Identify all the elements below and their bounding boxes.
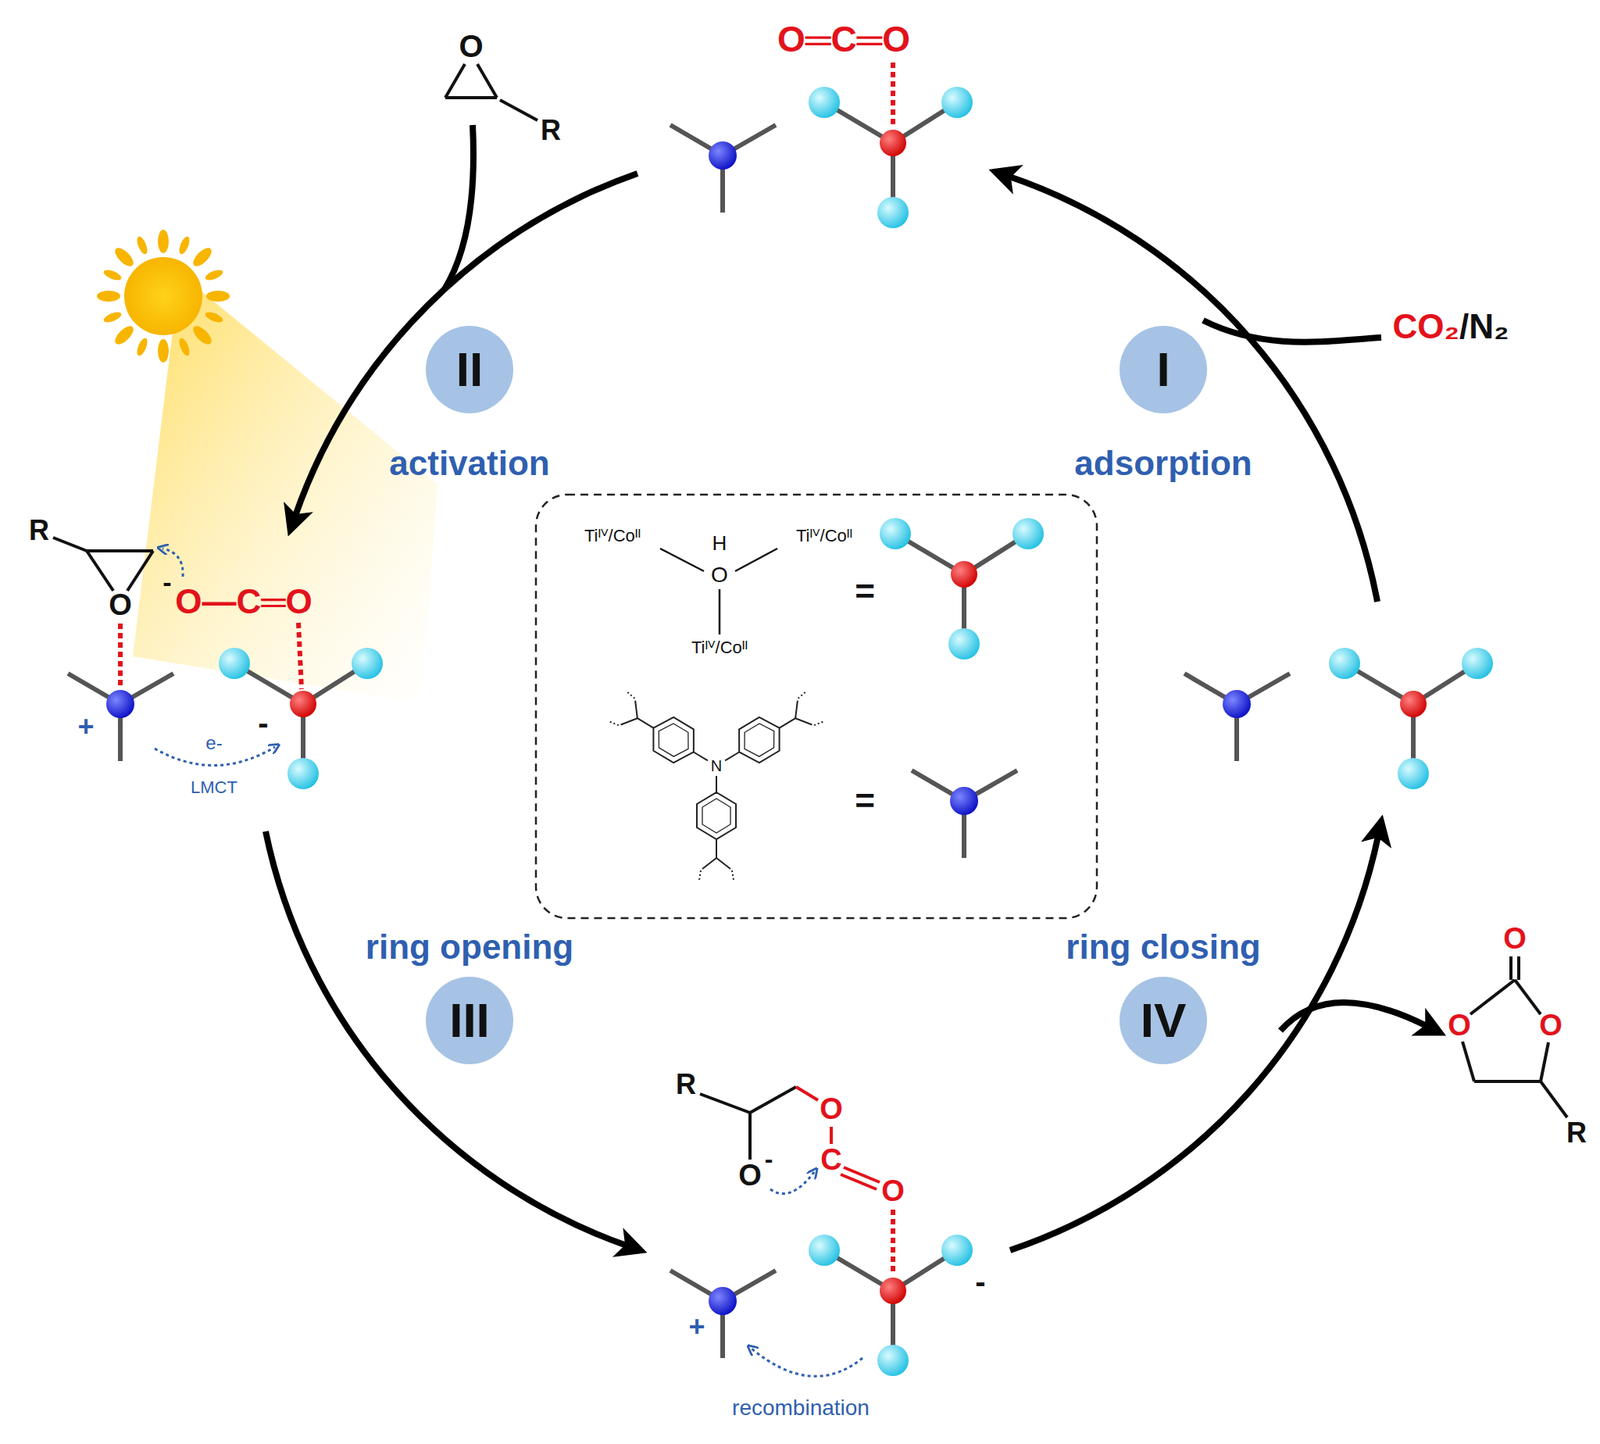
chem-label: - [257, 705, 268, 740]
chem-label: e- [205, 732, 222, 754]
chem-label: O [881, 1175, 905, 1208]
chem-label: = [854, 782, 875, 820]
step-label: ring opening [365, 928, 574, 966]
chem-label: - [764, 1145, 774, 1173]
chem-label: O [819, 1092, 843, 1126]
chem-label: - [162, 567, 172, 597]
cyclic-carbonate [1462, 956, 1568, 1118]
chem-label: O [1503, 922, 1527, 956]
chem-label: + [77, 710, 94, 743]
chem-label: Tiᴵⱽ/Coᴵᴵ [584, 526, 641, 546]
chem-label: = [854, 572, 875, 611]
chem-label: N [710, 757, 722, 775]
step-number: II [456, 345, 483, 394]
chem-label: O═C═O [777, 19, 911, 60]
chem-label: LMCT [190, 778, 238, 797]
step-circle: IIIring opening [425, 976, 514, 1065]
step-circle: IIactivation [425, 325, 514, 414]
chem-label: /N₂ [1459, 307, 1510, 346]
step-circle: IVring closing [1119, 976, 1208, 1065]
step-number: I [1156, 345, 1170, 394]
interaction-line [890, 62, 896, 128]
chem-label: C [820, 1143, 842, 1177]
step-label: activation [389, 444, 550, 483]
step-number: III [449, 996, 490, 1045]
triphenylamine [608, 689, 825, 880]
chem-label: - [975, 1264, 986, 1299]
chem-label: Tiᴵⱽ/Coᴵᴵ [796, 526, 853, 546]
chem-label: recombination [732, 1396, 870, 1421]
epoxide [445, 64, 538, 121]
legend-box [535, 494, 1097, 918]
chem-label: CO₂ [1392, 307, 1460, 346]
sun [96, 229, 230, 363]
chem-label: + [688, 1310, 705, 1343]
epoxide [53, 537, 154, 591]
step-circle: Iadsorption [1119, 325, 1208, 414]
chem-label: H [712, 532, 728, 555]
alkoxide-chain [700, 1086, 797, 1160]
step-label: adsorption [1074, 444, 1252, 483]
chem-label: O [458, 28, 483, 64]
chem-label: O [1539, 1009, 1563, 1043]
chem-label: Tiᴵⱽ/Coᴵᴵ [691, 638, 748, 658]
light-beam [132, 273, 438, 704]
chem-label: O [108, 589, 133, 622]
chem-label: O [738, 1159, 762, 1193]
cycle-arrows [265, 125, 1427, 1250]
chem-label: R [540, 114, 561, 147]
chem-label: O—C═O [175, 582, 312, 621]
step-number: IV [1140, 996, 1187, 1045]
step-label: ring closing [1065, 928, 1261, 966]
chem-label: R [1566, 1117, 1587, 1149]
chem-label: O [710, 563, 729, 588]
chem-label: R [675, 1068, 697, 1100]
recombination-arrow [751, 1348, 863, 1376]
chem-label: R [28, 514, 50, 547]
chem-label: O [1447, 1009, 1472, 1043]
